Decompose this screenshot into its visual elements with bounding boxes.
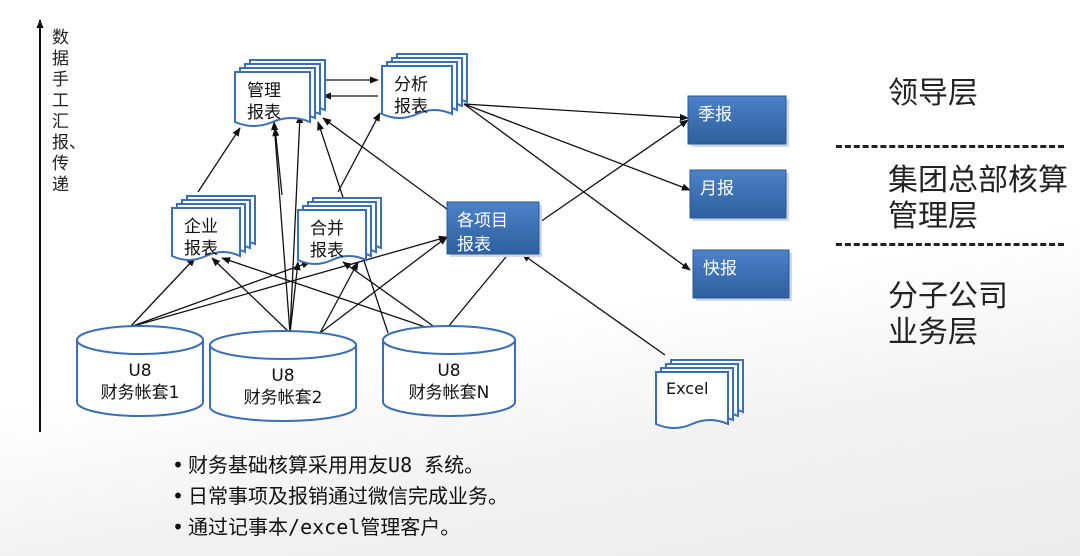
connector-arrow bbox=[129, 235, 448, 328]
node-label-line: U8 bbox=[128, 361, 151, 381]
layer-sub-line1: 分子公司 bbox=[888, 279, 1008, 314]
box-body bbox=[446, 201, 540, 255]
connector-arrows bbox=[129, 76, 691, 356]
connector-arrow bbox=[521, 253, 666, 356]
node-label-line: 企业 bbox=[184, 217, 218, 237]
node-label-line: 月报 bbox=[700, 179, 734, 199]
box-body bbox=[689, 169, 787, 219]
connector-arrow bbox=[129, 261, 311, 328]
connector-arrow bbox=[289, 114, 304, 334]
node-excel-file: Excel bbox=[655, 359, 744, 429]
node-label-line: 财务帐套2 bbox=[244, 388, 323, 408]
connector-arrow bbox=[463, 103, 691, 271]
connector-arrow bbox=[322, 117, 456, 216]
layer-group-line2: 管理层 bbox=[888, 199, 978, 234]
connector-arrow bbox=[221, 257, 444, 334]
doc-page bbox=[171, 207, 241, 261]
connector-arrow bbox=[463, 103, 691, 191]
cylinder-top bbox=[76, 325, 204, 355]
node-label-line: 季报 bbox=[698, 105, 732, 125]
connector-arrow bbox=[539, 119, 689, 223]
node-monthly-report: 月报 bbox=[689, 169, 789, 221]
node-label-line: 报表 bbox=[394, 97, 428, 117]
node-label-line: 各项目 bbox=[457, 211, 508, 231]
node-label-line: 报表 bbox=[247, 103, 281, 123]
node-express-report: 快报 bbox=[692, 249, 792, 301]
node-label-line: U8 bbox=[437, 361, 460, 381]
connector-arrow bbox=[337, 112, 381, 193]
node-label-line: 快报 bbox=[703, 259, 737, 279]
layer-divider-top bbox=[836, 145, 1064, 148]
cylinder-top bbox=[382, 325, 516, 355]
connector-arrow bbox=[211, 257, 291, 334]
layer-group-line1: 集团总部核算 bbox=[888, 163, 1068, 198]
node-label-line: 报表 bbox=[457, 235, 491, 255]
cylinder-top bbox=[209, 330, 357, 360]
connector-arrow bbox=[463, 103, 689, 122]
bullet-item: •通过记事本/excel管理客户。 bbox=[172, 515, 461, 539]
connector-arrow bbox=[272, 127, 283, 196]
box-body bbox=[692, 249, 790, 299]
box-body bbox=[687, 95, 787, 145]
node-label-line: 报表 bbox=[310, 241, 344, 261]
bullet-item: •日常事项及报销通过微信完成业务。 bbox=[172, 484, 509, 508]
connector-arrow bbox=[319, 236, 448, 334]
node-label-line: 合并 bbox=[310, 219, 344, 239]
connector-arrow bbox=[342, 261, 444, 334]
connector-arrow bbox=[129, 257, 196, 328]
node-label-line: 管理 bbox=[247, 81, 281, 101]
connector-arrow bbox=[197, 127, 241, 193]
connector-arrow bbox=[271, 121, 291, 334]
node-label-line: 财务帐套N bbox=[409, 383, 490, 403]
axis-label: 数据手工汇报、传递 bbox=[52, 28, 86, 195]
doc-page bbox=[655, 371, 729, 429]
node-label-line: 财务帐套1 bbox=[101, 383, 180, 403]
connector-arrow bbox=[289, 261, 301, 334]
diagram-nodes: 管理报表分析报表企业报表合并报表各项目报表季报月报快报ExcelU8财务帐套1U… bbox=[76, 53, 792, 429]
cylinder-body bbox=[382, 339, 516, 417]
doc-page bbox=[297, 209, 367, 265]
node-label-line: 报表 bbox=[184, 239, 218, 259]
doc-page bbox=[381, 65, 453, 119]
layer-divider-bottom bbox=[836, 243, 1064, 246]
node-label-line: 分析 bbox=[394, 75, 428, 95]
cylinder-body bbox=[209, 344, 357, 422]
doc-page bbox=[234, 71, 311, 127]
bullet-item: •财务基础核算采用用友U8 系统。 bbox=[172, 453, 485, 477]
node-quarterly-report: 季报 bbox=[687, 95, 789, 147]
cylinder-body bbox=[76, 339, 204, 417]
node-label-line: U8 bbox=[271, 366, 294, 386]
layer-sub-line2: 业务层 bbox=[888, 315, 978, 350]
node-label-line: Excel bbox=[666, 379, 708, 398]
bullet-list: •财务基础核算采用用友U8 系统。 •日常事项及报销通过微信完成业务。 •通过记… bbox=[172, 450, 508, 543]
layer-leader: 领导层 bbox=[888, 76, 978, 111]
